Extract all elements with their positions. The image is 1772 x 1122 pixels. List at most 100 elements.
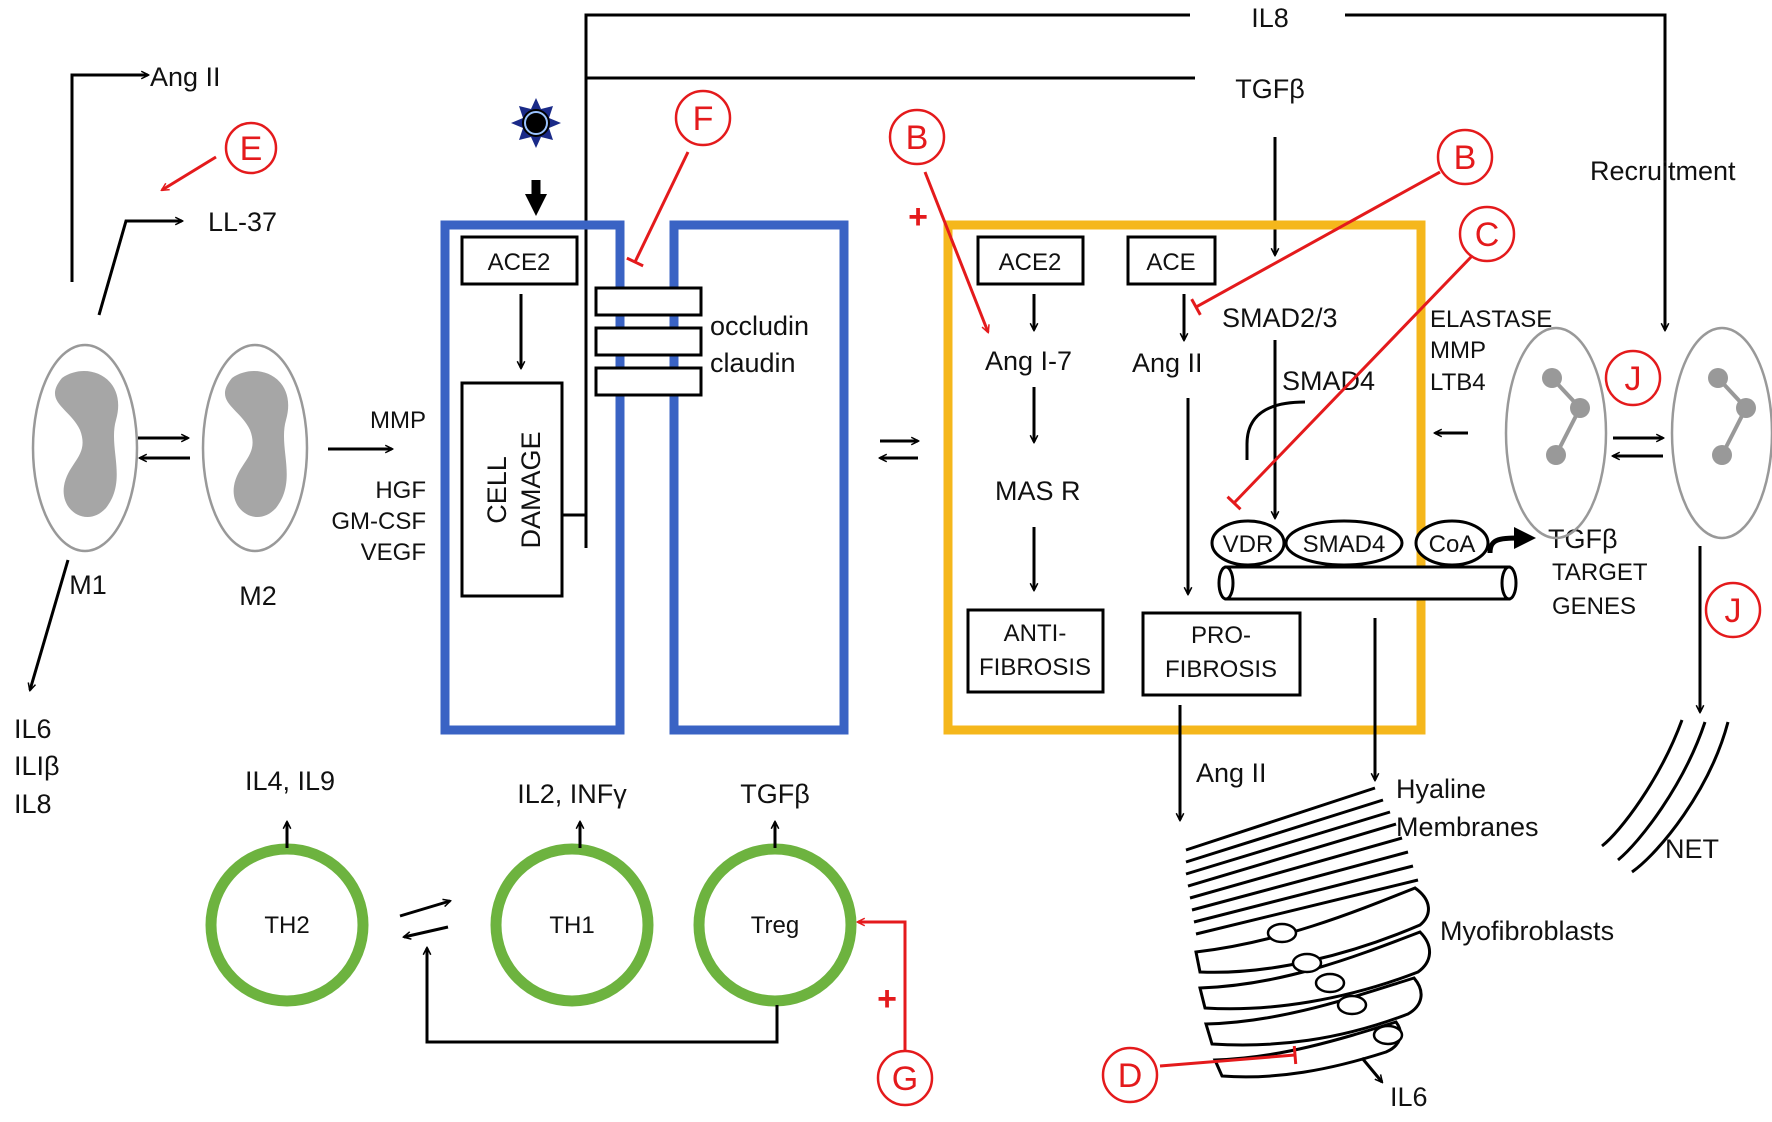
t-cell-group: TH2 TH1 Treg IL4, IL9 IL2, INFγ TGFβ — [205, 766, 857, 1044]
epithelial-cell-left — [440, 220, 625, 735]
intervention-f-circle — [674, 89, 732, 147]
intervention-c-circle — [1458, 205, 1516, 263]
cell-damage-line-1: DAMAGE — [516, 431, 546, 548]
epithelial-cell-right — [669, 220, 849, 735]
tgfb-targets-line-0: TGFβ — [1548, 524, 1618, 554]
macrophage-group: Ang II LL-37 M1 M2 IL6 ILIβ IL8 MMP HGF … — [14, 62, 426, 819]
neutrophil-factor-1: MMP — [1430, 337, 1486, 364]
recruitment-label: Recruitment — [1590, 156, 1736, 186]
intervention-f-label: F — [693, 100, 714, 138]
pro-fibrosis-box — [1141, 611, 1302, 697]
nuclei — [1266, 922, 1404, 1046]
il6-label: IL6 — [1390, 1082, 1428, 1112]
tgfb-targets-line-2: GENES — [1552, 593, 1636, 620]
tgfb-targets-line-1: TARGET — [1552, 559, 1648, 586]
th2-cell — [205, 843, 369, 1007]
anti-fibrosis-box — [966, 608, 1105, 694]
net-label: NET — [1665, 834, 1719, 864]
ll37-label: LL-37 — [208, 207, 277, 237]
pro-fibrosis-line-1: FIBROSIS — [1165, 656, 1277, 683]
intervention-e-circle — [224, 121, 278, 175]
tight-junctions — [594, 286, 703, 397]
smad4-oval-label: SMAD4 — [1303, 531, 1386, 558]
th1-label: TH1 — [549, 912, 594, 939]
epithelium-fibroblast-exchange — [880, 441, 918, 458]
intervention-j2-circle — [1704, 581, 1762, 639]
neutrophil-left — [1504, 326, 1608, 540]
th2-label: TH2 — [264, 912, 309, 939]
intervention-j1-label: J — [1625, 360, 1642, 398]
smad23-label: SMAD2/3 — [1222, 303, 1338, 333]
intervention-b1-label: B — [906, 119, 929, 157]
intervention-b2-label: B — [1454, 139, 1477, 177]
treg-cell — [693, 843, 857, 1007]
intervention-b1-circle — [888, 108, 946, 166]
myofibroblast-layers — [1194, 886, 1431, 1079]
neutrophil-group: ELASTASE MMP LTB4 NET — [1430, 306, 1772, 874]
intervention-markers: E F B + B C J J D G + — [162, 89, 1762, 1107]
th2-output-label: IL4, IL9 — [245, 766, 335, 796]
m2-output-2: GM-CSF — [331, 508, 426, 535]
m2-output-0: MMP — [370, 407, 426, 434]
hyaline-membranes — [1185, 786, 1419, 936]
il8-label: IL8 — [1251, 3, 1289, 33]
m1-output-2: IL8 — [14, 789, 52, 819]
cell-damage-line-0: CELL — [482, 456, 512, 524]
m1-macrophage — [31, 343, 139, 553]
hyaline-line-0: Hyaline — [1396, 774, 1486, 804]
m2-output-3: VEGF — [361, 539, 426, 566]
coa-label: CoA — [1429, 531, 1476, 558]
mas-r-label: MAS R — [995, 476, 1081, 506]
anti-fibrosis-line-0: ANTI- — [1004, 620, 1067, 647]
fibroblast-cell: ACE2 ACE Ang I-7 MAS R Ang II SMAD2/3 SM… — [943, 220, 1536, 735]
epithelial-cells: ACE2 CELL DAMAGE occludin claudin — [440, 98, 849, 735]
m2-label: M2 — [239, 581, 277, 611]
neutrophil-right — [1670, 326, 1772, 540]
neutrophil-icon — [1542, 368, 1590, 465]
anti-fibrosis-line-1: FIBROSIS — [979, 654, 1091, 681]
fibroblast-border — [943, 220, 1426, 735]
ace2-epithelial-box — [460, 235, 579, 286]
intervention-g-plus: + — [877, 980, 897, 1018]
occludin-label: occludin — [710, 311, 809, 341]
m1-label: M1 — [69, 570, 107, 600]
tgfb-label: TGFβ — [1235, 74, 1305, 104]
claudin-label: claudin — [710, 348, 796, 378]
coa-oval — [1414, 519, 1490, 567]
intervention-g-label: G — [892, 1060, 918, 1098]
ace2-epithelial-label: ACE2 — [488, 249, 551, 276]
intervention-j2-label: J — [1725, 592, 1742, 630]
ace2-fibroblast-box — [976, 235, 1085, 286]
treg-label: Treg — [751, 912, 799, 939]
intervention-c-label: C — [1475, 216, 1500, 254]
fibrotic-matrix: Ang II Hyaline Membranes Myofibroblasts — [1180, 618, 1614, 1112]
hyaline-line-1: Membranes — [1396, 812, 1539, 842]
pro-fibrosis-line-0: PRO- — [1191, 622, 1251, 649]
neutrophil-factor-0: ELASTASE — [1430, 306, 1552, 333]
th1-output-label: IL2, INFγ — [517, 779, 627, 809]
treg-output-label: TGFβ — [740, 779, 810, 809]
ang2-matrix-label: Ang II — [1196, 758, 1267, 788]
m2-macrophage — [201, 343, 309, 553]
myofibroblasts-label: Myofibroblasts — [1440, 916, 1614, 946]
m1-output-1: ILIβ — [14, 751, 60, 781]
vdr-oval — [1210, 519, 1286, 567]
dna-strand — [1217, 565, 1518, 601]
macrophage-icon — [224, 371, 289, 517]
smad4-oval — [1284, 519, 1404, 567]
sun-icon — [511, 98, 561, 148]
neutrophil-factor-2: LTB4 — [1430, 369, 1486, 396]
top-signal-lines: IL8 TGFβ Recruitment — [584, 3, 1736, 548]
intervention-g-circle — [876, 1049, 934, 1107]
ang17-label: Ang I-7 — [985, 346, 1072, 376]
neutrophil-icon — [1708, 368, 1756, 465]
net-strands — [1601, 719, 1730, 874]
intervention-d-label: D — [1118, 1057, 1143, 1095]
ace2-fibroblast-label: ACE2 — [999, 249, 1062, 276]
intervention-b-plus: + — [908, 198, 928, 236]
intervention-j1-circle — [1604, 349, 1662, 407]
th1-cell — [490, 843, 654, 1007]
m1-output-0: IL6 — [14, 714, 52, 744]
ace-box — [1126, 235, 1217, 286]
